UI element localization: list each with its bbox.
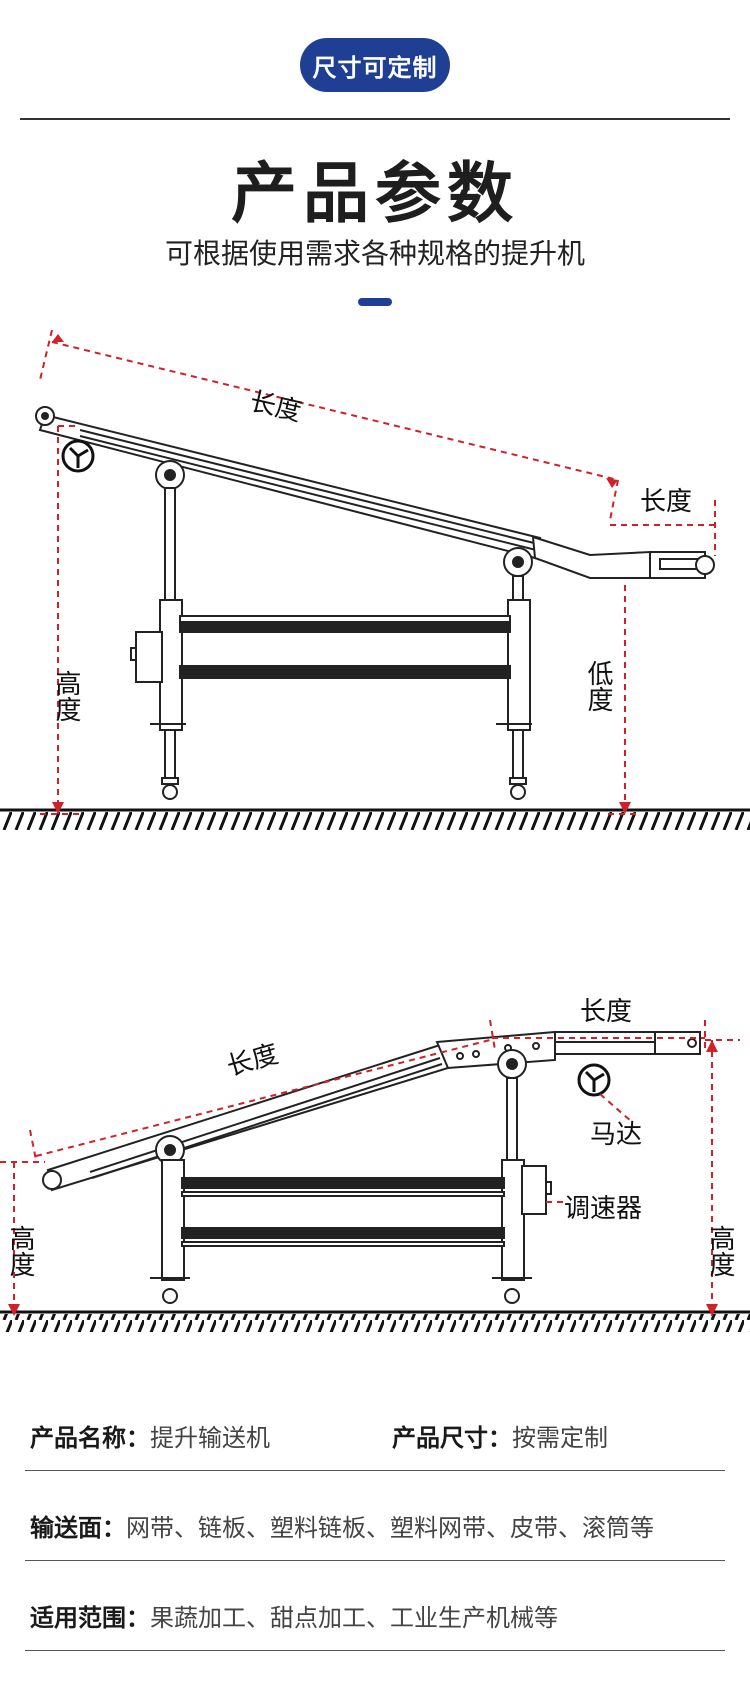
dimension-arrows bbox=[52, 334, 631, 814]
frame bbox=[130, 487, 532, 779]
conveyor-diagram-2: 长度 长度 马达 调速器 高度 高度 bbox=[0, 997, 750, 1332]
conveyor-diagram-1: 长度 长度 高度 低度 bbox=[0, 330, 750, 830]
wheels bbox=[162, 1288, 520, 1304]
dim-height-left: 高度 bbox=[5, 1225, 35, 1277]
dim-length-left: 长度 bbox=[224, 1039, 282, 1082]
inclined-beam bbox=[42, 1030, 701, 1192]
motor-label: 马达 bbox=[590, 1120, 642, 1150]
spec-size-value: 按需定制 bbox=[512, 1424, 608, 1452]
pivot-left bbox=[155, 1135, 185, 1165]
spec-name-label: 产品名称： bbox=[30, 1424, 150, 1452]
dim-length-top: 长度 bbox=[247, 387, 304, 428]
ground-hatch bbox=[0, 812, 750, 830]
spec-size-label: 产品尺寸： bbox=[392, 1424, 512, 1452]
spec-row-usage: 适用范围：果蔬加工、甜点加工、工业生产机械等 bbox=[30, 1598, 558, 1633]
dim-height-right: 高度 bbox=[705, 1225, 735, 1277]
pivot-left bbox=[155, 460, 185, 490]
ground-hatch bbox=[0, 1314, 750, 1332]
dimension-lines bbox=[39, 330, 716, 815]
spec-divider bbox=[25, 1560, 725, 1561]
spec-name-value: 提升输送机 bbox=[150, 1424, 270, 1452]
motor-icon bbox=[61, 439, 95, 473]
spec-row-size: 产品尺寸：按需定制 bbox=[392, 1418, 608, 1453]
dim-length-right: 长度 bbox=[640, 487, 692, 517]
pivot-right bbox=[497, 1049, 527, 1079]
spec-divider bbox=[25, 1650, 725, 1651]
pivot-right bbox=[503, 547, 533, 577]
spec-row-surface: 输送面：网带、链板、塑料链板、塑料网带、皮带、滚筒等 bbox=[30, 1508, 654, 1543]
spec-surface-value: 网带、链板、塑料链板、塑料网带、皮带、滚筒等 bbox=[126, 1514, 654, 1542]
spec-divider bbox=[25, 1470, 725, 1471]
header-divider bbox=[20, 118, 730, 120]
spec-usage-value: 果蔬加工、甜点加工、工业生产机械等 bbox=[150, 1604, 558, 1632]
frame bbox=[150, 1077, 552, 1281]
page-title: 产品参数 bbox=[231, 155, 519, 232]
customizable-size-badge: 尺寸可定制 bbox=[300, 38, 450, 92]
spec-row-name: 产品名称：提升输送机 bbox=[30, 1418, 270, 1453]
dimension-arrows bbox=[8, 1040, 718, 1316]
dim-low-1: 低度 bbox=[583, 660, 613, 712]
dimension-lines bbox=[0, 1019, 740, 1316]
speed-controller-label: 调速器 bbox=[564, 1194, 642, 1224]
wheels bbox=[161, 777, 527, 800]
page-subtitle: 可根据使用需求各种规格的提升机 bbox=[164, 237, 585, 270]
dim-length-right: 长度 bbox=[580, 997, 632, 1027]
title-accent-bar bbox=[358, 298, 392, 306]
spec-surface-label: 输送面： bbox=[30, 1514, 126, 1542]
inclined-beam bbox=[35, 406, 715, 579]
spec-usage-label: 适用范围： bbox=[30, 1604, 150, 1632]
dim-height-1: 高度 bbox=[51, 670, 81, 722]
motor-icon bbox=[577, 1063, 611, 1097]
